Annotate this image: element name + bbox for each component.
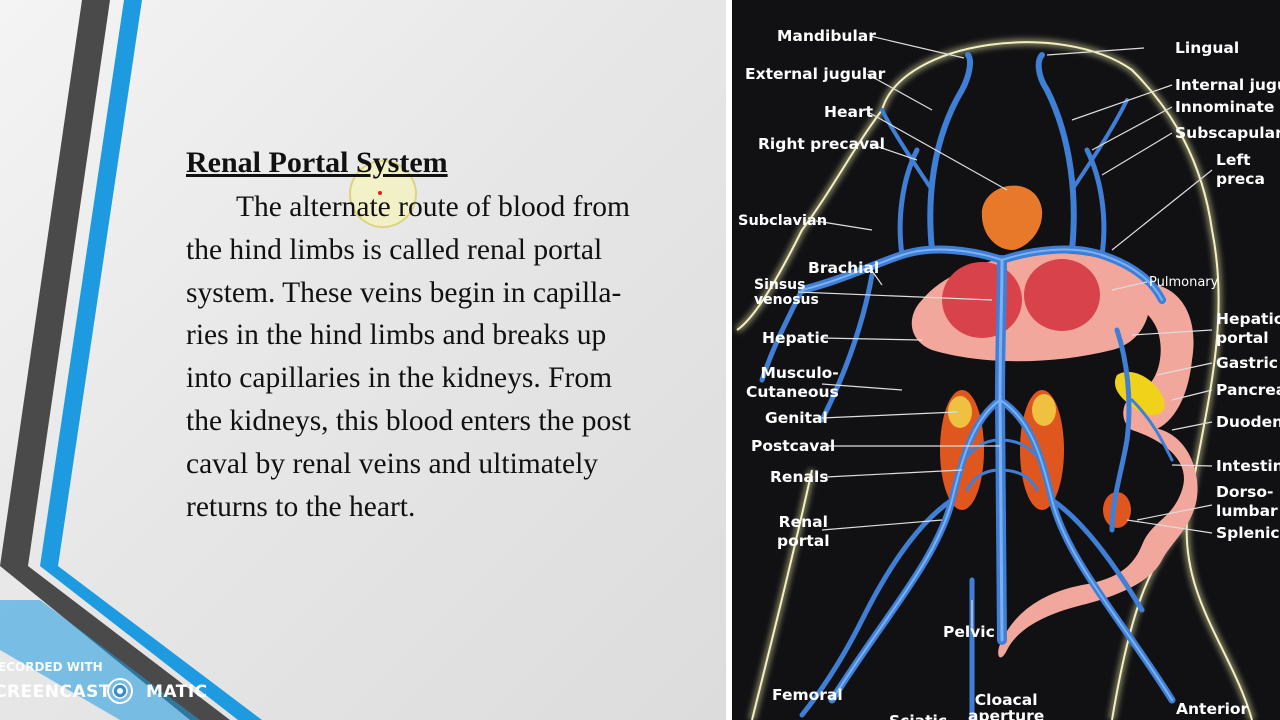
- label-heart: Heart: [824, 103, 873, 121]
- label-brachial: Brachial: [808, 259, 880, 277]
- label-genital: Genital: [765, 409, 828, 427]
- label-pancreatic: Pancreat: [1216, 381, 1280, 399]
- label-external-jugular: External jugular: [745, 65, 886, 83]
- cursor-pointer-icon: [378, 191, 382, 195]
- slide-body: The alternate route of blood from the hi…: [186, 186, 696, 528]
- label-sinus-venosus-line2: venosus: [754, 292, 819, 308]
- label-sciatic: Sciatic: [889, 712, 947, 720]
- label-mandibular: Mandibular: [777, 27, 876, 45]
- label-sinus-venosus: Sinsus venosus: [754, 278, 819, 308]
- label-right-precaval: Right precaval: [758, 135, 885, 153]
- body-line: The alternate route of blood from: [236, 191, 631, 223]
- label-musculo-line1: Musculo-: [760, 364, 839, 382]
- label-gastric: Gastric: [1216, 354, 1278, 372]
- panel-divider: [726, 0, 732, 720]
- body-line: returns to the heart.: [186, 490, 416, 523]
- label-intestinal: Intestina: [1216, 457, 1280, 475]
- body-line: caval by renal veins and ultimately: [186, 447, 599, 480]
- watermark-brand-part1: CREENCAST: [0, 682, 111, 702]
- label-musculo-cutaneous: Musculo- Cutaneous: [746, 364, 839, 402]
- slide: Renal Portal System The alternate route …: [0, 0, 726, 720]
- label-hepatic: Hepatic: [762, 329, 829, 347]
- slide-decoration-stripes: [0, 0, 262, 720]
- label-pulmonary: Pulmonary: [1149, 275, 1219, 290]
- watermark-line1: ECORDED WITH: [0, 660, 103, 674]
- label-innominate: Innominate: [1175, 98, 1275, 116]
- frog-venous-system-diagram: Mandibular External jugular Heart Right …: [732, 0, 1280, 720]
- slide-heading: Renal Portal System: [186, 146, 448, 179]
- body-line: the kidneys, this blood enters the post: [186, 404, 631, 437]
- label-lingual: Lingual: [1175, 39, 1240, 57]
- label-pelvic: Pelvic: [943, 623, 995, 641]
- label-cloacal-line2: aperture: [968, 707, 1045, 720]
- body-line: ries in the hind limbs and breaks up: [186, 319, 607, 352]
- label-hepatic-portal-line1: Hepatic: [1216, 310, 1280, 328]
- label-left-precaval-line1: Left: [1216, 151, 1251, 169]
- label-splenic: Splenic: [1216, 524, 1280, 542]
- label-hepatic-portal-line2: portal: [1216, 329, 1269, 347]
- body-line: system. These veins begin in capilla-: [186, 276, 622, 309]
- label-subscapular: Subscapular: [1175, 124, 1280, 142]
- label-renals: Renals: [770, 468, 829, 486]
- label-renal-portal-line2: portal: [777, 532, 830, 550]
- label-dorso-lumbar-line1: Dorso-: [1216, 483, 1274, 501]
- label-cloacal-line1: Cloacal: [974, 691, 1038, 709]
- label-left-precaval: Left preca: [1216, 151, 1265, 189]
- body-line: into capillaries in the kidneys. From: [186, 362, 613, 395]
- label-cloacal-aperture: Cloacal aperture: [968, 692, 1044, 720]
- body-line: the hind limbs is called renal portal: [186, 233, 603, 266]
- label-postcaval: Postcaval: [751, 437, 836, 455]
- label-hepatic-portal: Hepatic portal: [1216, 310, 1280, 348]
- label-subclavian: Subclavian: [738, 213, 828, 229]
- watermark-brand-part2: MATIC: [146, 682, 208, 702]
- label-internal-jugular: Internal jugul: [1175, 76, 1280, 94]
- cursor-highlight: [349, 160, 417, 228]
- label-renal-portal: Renal portal: [777, 513, 830, 551]
- label-left-precaval-line2: preca: [1216, 170, 1265, 188]
- label-anterior: Anterior: [1176, 700, 1249, 718]
- label-femoral: Femoral: [772, 686, 843, 704]
- diagram-illustration: [734, 35, 1256, 720]
- screencast-o-matic-logo-icon: [107, 678, 133, 704]
- label-sinus-venosus-line1: Sinsus: [754, 277, 806, 293]
- label-musculo-line2: Cutaneous: [746, 383, 839, 401]
- label-renal-portal-line1: Renal: [778, 513, 828, 531]
- label-dorso-lumbar-line2: lumbar: [1216, 502, 1278, 520]
- label-dorso-lumbar: Dorso- lumbar: [1216, 483, 1278, 521]
- label-duodenal: Duoden: [1216, 413, 1280, 431]
